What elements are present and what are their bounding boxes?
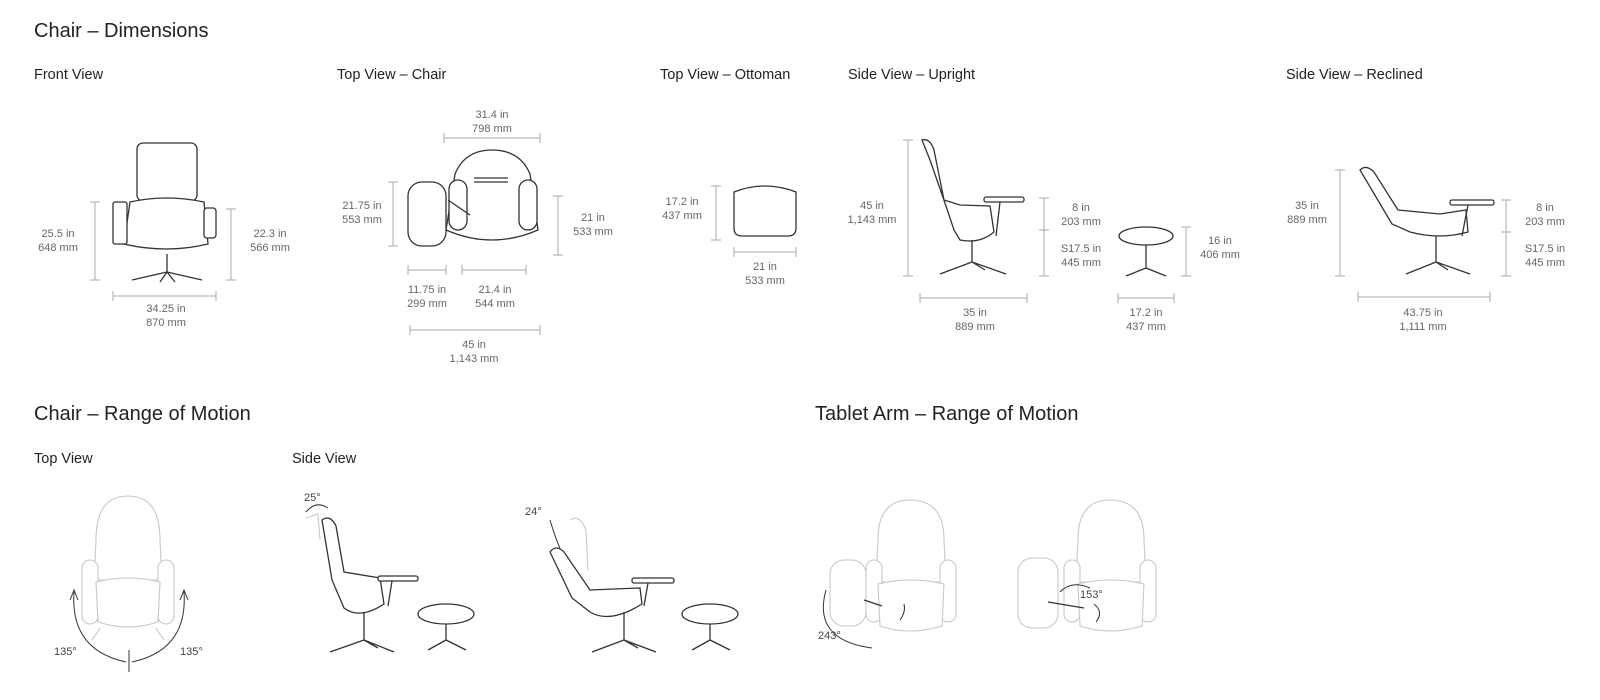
front-view-drawing (90, 142, 236, 301)
top-chair-drawing (388, 133, 563, 335)
side-upright-drawing (903, 139, 1191, 303)
motion-side-title: Side View (292, 451, 357, 467)
motion-top-title: Top View (34, 451, 93, 467)
side-reclined-drawing (1335, 166, 1511, 302)
motion-side-reclined-drawing (549, 517, 739, 653)
side-reclined-title: Side View – Reclined (1286, 67, 1423, 83)
top-ottoman-title: Top View – Ottoman (660, 67, 791, 83)
tablet-motion-heading: Tablet Arm – Range of Motion (815, 403, 1079, 425)
swivel-left-angle: 135° (54, 646, 77, 658)
tablet-swing-angle: 243° (818, 630, 841, 642)
dimensions-heading: Chair – Dimensions (34, 20, 209, 42)
tablet-motion-right-drawing (1017, 499, 1157, 632)
side-upright-title: Side View – Upright (848, 67, 976, 83)
top-ottoman-drawing (711, 185, 797, 257)
upright-tilt-angle: 25° (304, 492, 321, 504)
swivel-right-angle: 135° (180, 646, 203, 658)
motion-side-upright-drawing (305, 504, 475, 653)
tablet-motion-left-drawing (822, 499, 957, 649)
top-chair-title: Top View – Chair (337, 67, 447, 83)
tablet-rotate-angle: 153° (1080, 589, 1103, 601)
motion-top-drawing (69, 495, 189, 672)
recline-tilt-angle: 24° (525, 506, 542, 518)
chair-motion-heading: Chair – Range of Motion (34, 403, 251, 425)
front-view-title: Front View (34, 67, 104, 83)
